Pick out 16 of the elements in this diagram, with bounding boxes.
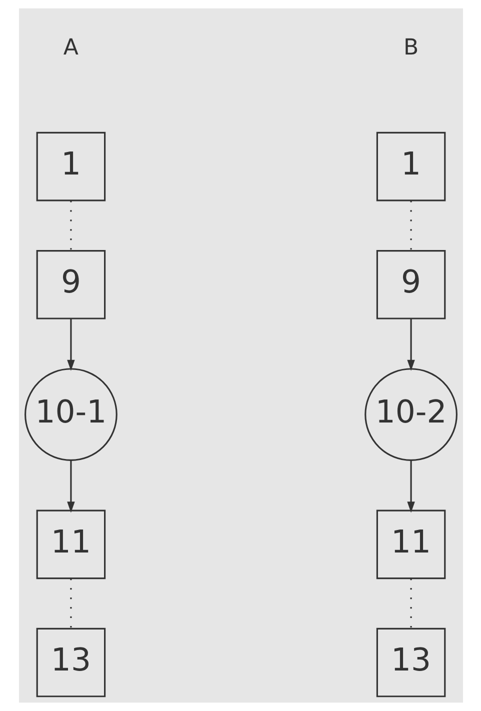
node-circle: 10-2: [364, 368, 457, 461]
arrow: [406, 318, 414, 371]
node-box: 11: [376, 510, 446, 580]
arrow: [66, 460, 74, 513]
node-box: 9: [376, 250, 446, 320]
node-circle: 10-1: [24, 368, 117, 461]
node-box: 13: [376, 628, 446, 698]
arrow: [66, 318, 74, 371]
label: B: [402, 35, 418, 60]
node-box: 9: [36, 250, 106, 320]
node-box: 1: [376, 132, 446, 202]
node-box: 1: [36, 132, 106, 202]
node-box: 13: [36, 628, 106, 698]
arrow: [406, 460, 414, 513]
node-box: 11: [36, 510, 106, 580]
label: A: [62, 35, 78, 60]
